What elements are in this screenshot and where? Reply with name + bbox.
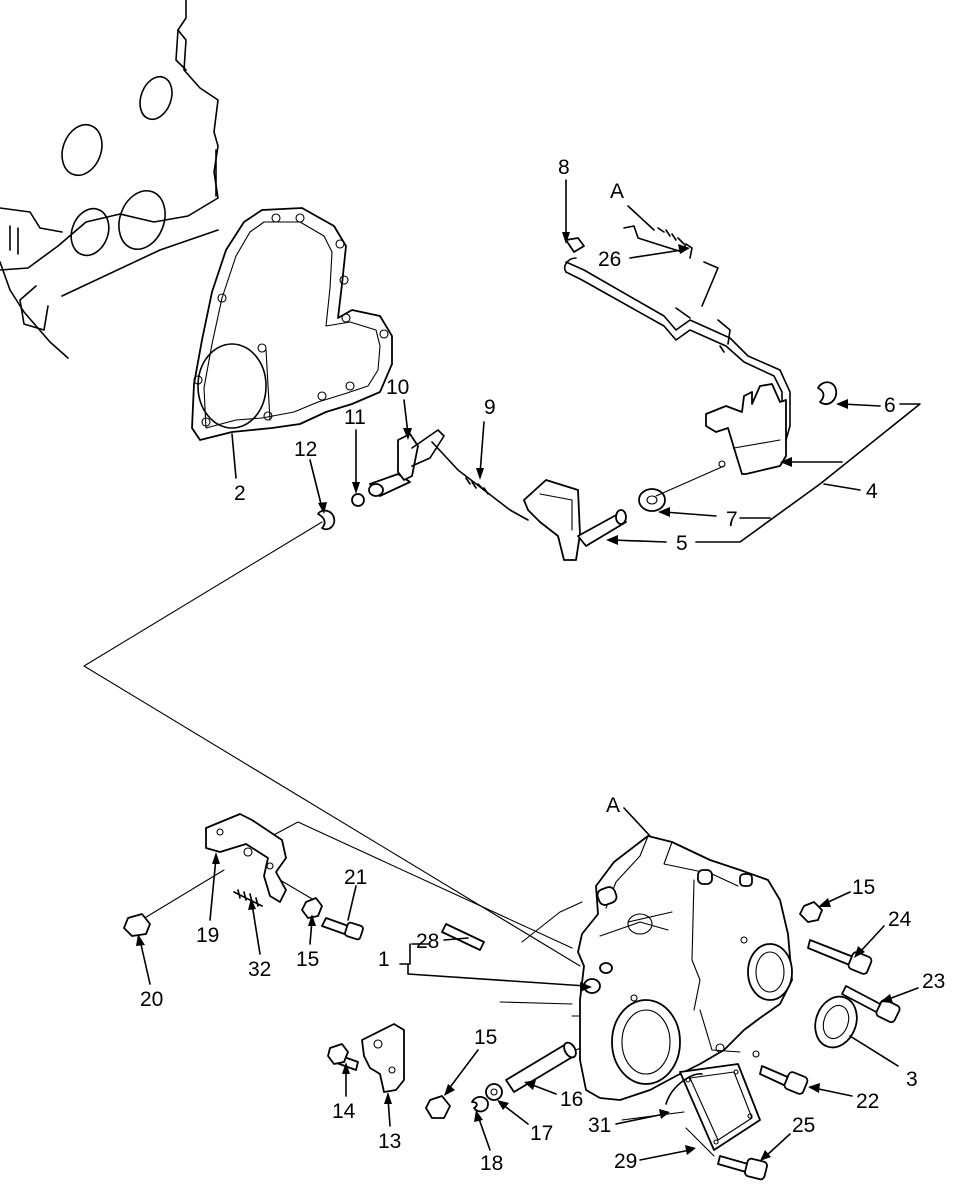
linkage-bracket-assembly [563, 225, 838, 512]
callout-29: 29 [614, 1150, 637, 1173]
callout-15-nut-lower: 15 [474, 1026, 497, 1049]
callout-8: 8 [558, 156, 570, 179]
cover-plate [665, 1063, 761, 1151]
callout-1: 1 [378, 948, 390, 971]
callout-31: 31 [588, 1114, 611, 1137]
callout-24: 24 [888, 908, 912, 931]
callout-26: 26 [598, 248, 621, 271]
small-bracket [327, 1023, 405, 1093]
callout-13: 13 [378, 1130, 401, 1153]
bolts-right [717, 901, 901, 1181]
pin-and-washers [425, 1041, 577, 1119]
callout-19: 19 [196, 924, 219, 947]
lower-left-bracket [123, 813, 364, 941]
callout-32: 32 [248, 958, 271, 981]
callout-16: 16 [560, 1088, 583, 1111]
callout-17: 17 [530, 1122, 553, 1145]
callout-7: 7 [726, 508, 738, 531]
callout-2: 2 [234, 482, 246, 505]
callout-14: 14 [332, 1100, 356, 1123]
callout-5: 5 [676, 532, 688, 555]
callout-9: 9 [484, 396, 496, 419]
dowel-pin [441, 923, 485, 951]
callout-11: 11 [344, 406, 366, 429]
callout-25: 25 [792, 1114, 815, 1137]
callout-6: 6 [884, 394, 896, 417]
callout-3: 3 [906, 1068, 918, 1091]
callout-15-nut-left: 15 [296, 948, 319, 971]
shaft-lever-parts [317, 429, 627, 561]
callout-22: 22 [856, 1090, 879, 1113]
callout-4: 4 [866, 480, 878, 503]
callout-15-nut-right: 15 [852, 876, 875, 899]
callout-12: 12 [294, 438, 317, 461]
callout-23: 23 [922, 970, 945, 993]
gasket [191, 207, 393, 441]
callout-labels: A A 1 2 3 4 5 6 7 8 9 10 11 12 13 14 15 … [140, 156, 945, 1175]
callout-28: 28 [416, 930, 439, 953]
callout-10: 10 [386, 376, 409, 399]
engine-block [0, 0, 219, 359]
callout-21: 21 [344, 866, 367, 889]
callout-a-top: A [610, 180, 624, 203]
callout-20: 20 [140, 988, 163, 1011]
timing-gear-cover [577, 835, 793, 1101]
leader-lines [136, 179, 921, 1161]
callout-18: 18 [480, 1152, 503, 1175]
oil-seal [814, 995, 858, 1049]
callout-a-bottom: A [606, 794, 620, 817]
